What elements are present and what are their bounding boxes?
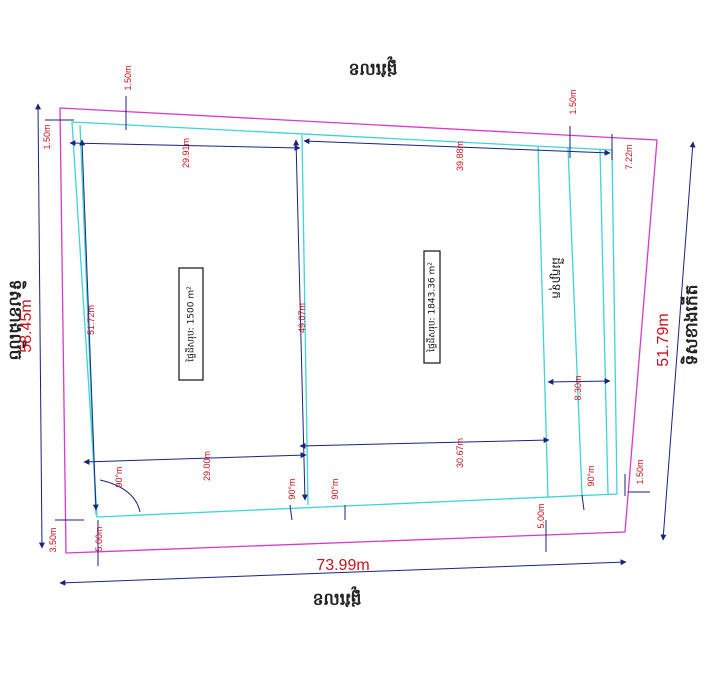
dim-top-setback: 1.50m [123, 65, 133, 90]
dim-plot2-bottom: 30.67m [455, 438, 465, 468]
total-width-label: 73.99m [316, 557, 369, 574]
zone-label: ដីរក្សាទុក [549, 257, 565, 298]
dim-strip-width: 8.30m [573, 375, 583, 400]
dim-plot1-top: 29.91m [181, 138, 191, 168]
dim-right-setback: 1.50m [635, 459, 645, 484]
angle-label-3: 90°m [330, 478, 340, 499]
dim-plot1-bottom: 29.00m [202, 451, 212, 481]
dim-corner: 7.22m [624, 144, 634, 169]
road-label-north: ផ្លូវលេខ [349, 56, 398, 79]
road-label-south: ផ្លូវលេខ [313, 586, 362, 609]
west-length-label: 58.45m [18, 299, 35, 352]
angle-label-2: 90°m [287, 478, 297, 499]
property-boundary [59, 107, 658, 554]
east-length-label: 51.79m [655, 313, 672, 366]
dim-bottom-left-offset: 3.50m [48, 527, 58, 552]
dim-bottom-setback-left: 5.00m [94, 526, 104, 551]
dim-left-setback: 1.50m [42, 124, 52, 149]
angle-label-1: 90°m [114, 466, 124, 487]
dimension-lines [35, 96, 696, 586]
dim-plot1-left: 51.72m [86, 305, 96, 335]
area-box-plot-1 [178, 267, 204, 381]
plot-2-area-label: ផ្ទៃដីសរុប: 1843.36 m² [426, 262, 438, 353]
road-label-east: ទិសខាងកើត [680, 284, 702, 365]
angle-label-4: 90°m [586, 465, 596, 486]
dim-plot1-right: 49.07m [297, 303, 307, 333]
area-box-plot-2 [423, 250, 441, 364]
setback-lines [71, 121, 618, 518]
dim-plot2-top: 39.88m [455, 141, 465, 171]
dim-bottom-setback-right: 5.00m [536, 503, 546, 528]
plot-1-area-label: ផ្ទៃដីសរុប: 1500 m² [185, 286, 197, 363]
road-label-west: ទិសខាងលិច [5, 280, 27, 361]
dim-top-setback-right: 1.50m [568, 89, 578, 114]
